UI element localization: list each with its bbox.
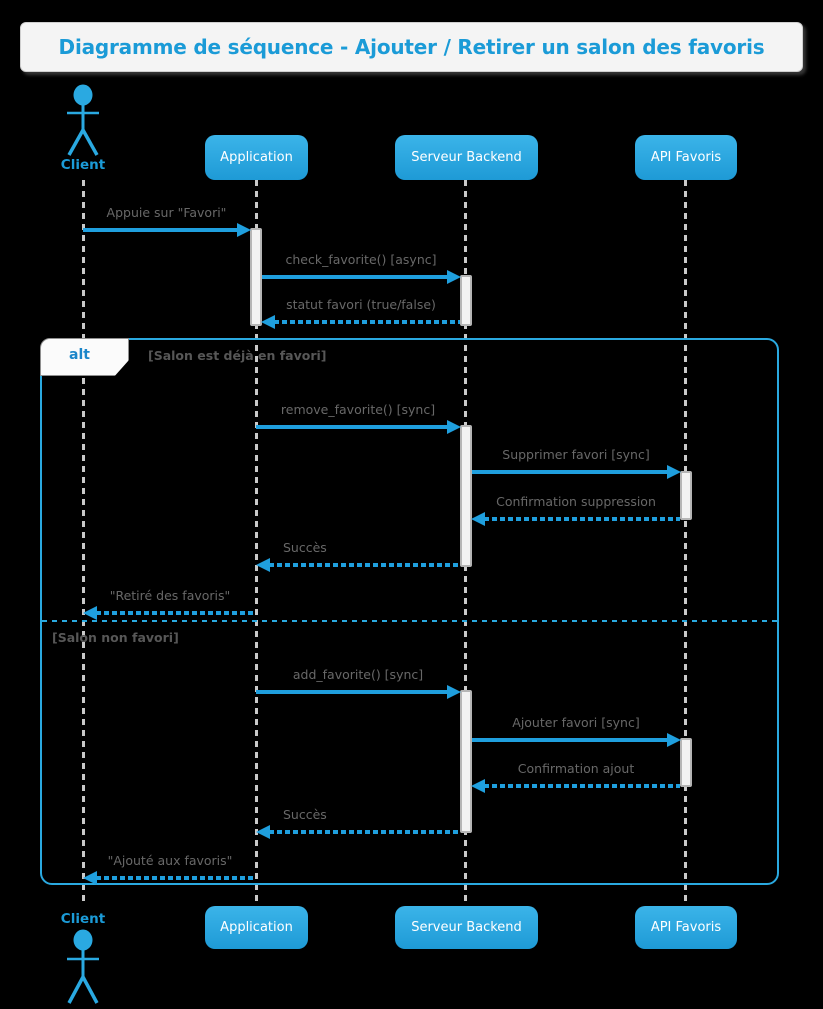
message-label: Confirmation suppression (496, 494, 656, 509)
lifeline-application (255, 180, 258, 906)
message-label: add_favorite() [sync] (292, 667, 424, 682)
participant-api-favoris-bottom: API Favoris (635, 906, 737, 949)
participant-label: Serveur Backend (411, 920, 522, 935)
return-arrow (83, 871, 256, 885)
actor-icon (67, 84, 99, 156)
actor-icon (67, 929, 99, 1004)
message-label: remove_favorite() [sync] (280, 402, 436, 417)
activation-api-favoris-1 (680, 471, 692, 520)
message-succes-suppression: Succès (256, 540, 460, 572)
participant-serveur-backend-top: Serveur Backend (395, 135, 538, 180)
message-appuie-sur-favori: Appuie sur "Favori" (83, 205, 251, 237)
guard-salon-deja-favori: [Salon est déjà en favori] (148, 348, 327, 363)
message-retire-des-favoris: "Retiré des favoris" (83, 588, 256, 620)
guard-salon-non-favori: [Salon non favori] (52, 630, 179, 645)
actor-label-top: Client (60, 157, 106, 173)
return-arrow (471, 779, 680, 793)
activation-application-1 (250, 228, 262, 326)
participant-api-favoris-top: API Favoris (635, 135, 737, 180)
message-label: "Retiré des favoris" (109, 588, 231, 603)
activation-serveur-backend-2 (460, 425, 472, 567)
return-arrow (471, 512, 680, 526)
alt-operator-tab: alt (40, 338, 129, 376)
message-label: Succès (283, 807, 327, 822)
sync-arrow (262, 270, 461, 284)
activation-serveur-backend-3 (460, 690, 472, 833)
message-label: Supprimer favori [sync] (502, 447, 650, 462)
participant-application-top: Application (205, 135, 308, 180)
return-arrow (256, 825, 460, 839)
participant-label: API Favoris (650, 150, 722, 165)
activation-serveur-backend-1 (460, 275, 472, 326)
message-succes-ajout: Succès (256, 807, 460, 839)
message-confirmation-ajout: Confirmation ajout (471, 761, 680, 793)
sync-arrow (256, 420, 461, 434)
message-label: Appuie sur "Favori" (106, 205, 227, 220)
message-label: Ajouter favori [sync] (512, 715, 640, 730)
message-check-favorite: check_favorite() [async] (262, 252, 461, 284)
return-arrow (261, 315, 460, 329)
sync-arrow (256, 685, 461, 699)
sync-arrow (472, 733, 681, 747)
message-ajoute-aux-favoris: "Ajouté aux favoris" (83, 853, 256, 885)
message-label: statut favori (true/false) (286, 297, 436, 312)
message-supprimer-favori: Supprimer favori [sync] (472, 447, 681, 479)
sync-arrow (472, 465, 681, 479)
participant-application-bottom: Application (205, 906, 308, 949)
activation-api-favoris-2 (680, 738, 692, 787)
participant-serveur-backend-bottom: Serveur Backend (395, 906, 538, 949)
message-label: Confirmation ajout (517, 761, 635, 776)
participant-label: Application (220, 150, 293, 165)
lifeline-api-favoris (684, 180, 687, 906)
message-label: check_favorite() [async] (285, 252, 437, 267)
participant-label: Serveur Backend (411, 150, 522, 165)
message-ajouter-favori: Ajouter favori [sync] (472, 715, 681, 747)
alt-divider (42, 620, 777, 622)
message-remove-favorite: remove_favorite() [sync] (256, 402, 461, 434)
alt-frame (40, 338, 779, 885)
diagram-title: Diagramme de séquence - Ajouter / Retire… (58, 35, 765, 59)
participant-label: Application (220, 920, 293, 935)
lifeline-client (82, 180, 85, 906)
message-statut-favori: statut favori (true/false) (261, 297, 460, 329)
message-label: Succès (283, 540, 327, 555)
diagram-title-bar: Diagramme de séquence - Ajouter / Retire… (20, 22, 803, 72)
message-label: "Ajouté aux favoris" (107, 853, 233, 868)
participant-label: API Favoris (650, 920, 722, 935)
actor-label-bottom: Client (60, 911, 106, 927)
message-add-favorite: add_favorite() [sync] (256, 667, 461, 699)
return-arrow (256, 558, 460, 572)
return-arrow (83, 606, 256, 620)
message-confirmation-suppression: Confirmation suppression (471, 494, 680, 526)
alt-operator-label: alt (69, 347, 90, 363)
sync-arrow (83, 223, 251, 237)
